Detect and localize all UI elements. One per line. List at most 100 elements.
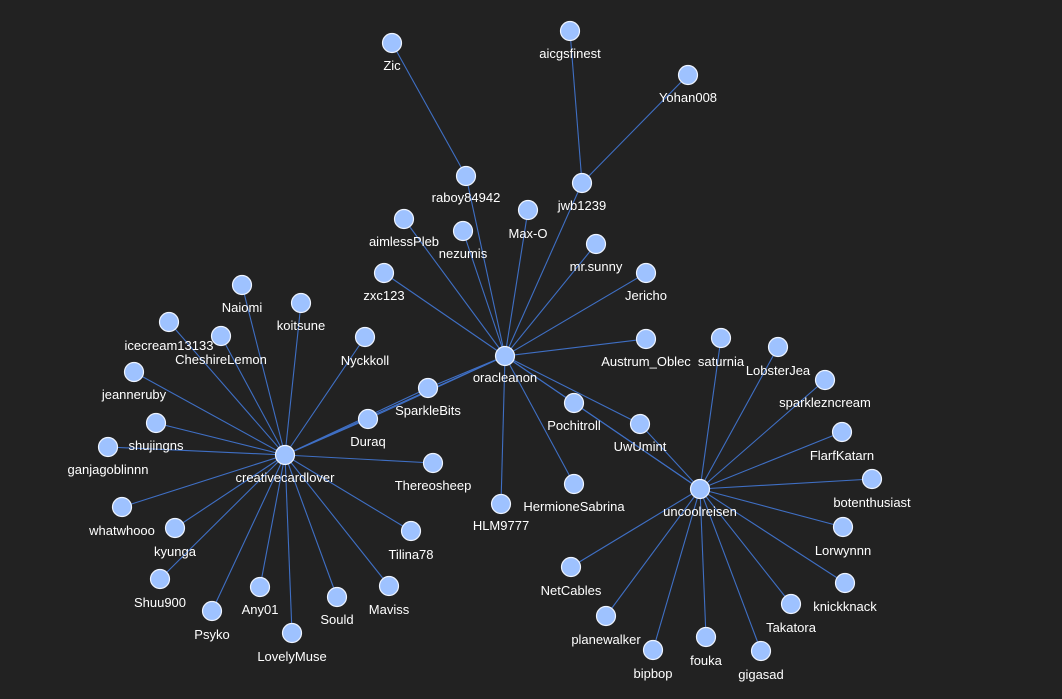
node-label-Max-O: Max-O [509, 226, 548, 241]
node-NetCables[interactable] [560, 556, 582, 578]
node-Duraq[interactable] [357, 408, 379, 430]
node-knickknack[interactable] [834, 572, 856, 594]
node-whatwhooo[interactable] [111, 496, 133, 518]
node-Pochitroll[interactable] [563, 392, 585, 414]
edges-layer [107, 30, 873, 652]
edge-creativecardlover-Thereosheep [284, 454, 434, 464]
node-label-Pochitroll: Pochitroll [547, 418, 601, 433]
node-label-Tilina78: Tilina78 [388, 547, 433, 562]
node-Tilina78[interactable] [400, 520, 422, 542]
edge-uncoolreisen-NetCables [570, 488, 701, 568]
edge-uncoolreisen-Lorwynnn [699, 488, 844, 528]
node-Sould[interactable] [326, 586, 348, 608]
edge-creativecardlover-shujingns [155, 422, 286, 456]
node-kyunga[interactable] [164, 517, 186, 539]
node-label-nezumis: nezumis [439, 246, 488, 261]
node-fouka[interactable] [695, 626, 717, 648]
node-saturnia[interactable] [710, 327, 732, 349]
node-nezumis[interactable] [452, 220, 474, 242]
node-creativecardlover[interactable] [274, 444, 296, 466]
node-HermioneSabrina[interactable] [563, 473, 585, 495]
node-label-icecream13133: icecream13133 [125, 338, 214, 353]
node-SparkleBits[interactable] [417, 377, 439, 399]
node-jeanneruby[interactable] [123, 361, 145, 383]
node-FlarfKatarn[interactable] [831, 421, 853, 443]
node-LovelyMuse[interactable] [281, 622, 303, 644]
edge-uncoolreisen-sparklezncream [699, 379, 826, 490]
node-zxc123[interactable] [373, 262, 395, 284]
edge-raboy84942-Zic [391, 42, 467, 177]
edge-oracleanon-raboy84942 [465, 175, 506, 357]
node-Maviss[interactable] [378, 575, 400, 597]
node-oracleanon[interactable] [494, 345, 516, 367]
node-label-saturnia: saturnia [698, 354, 745, 369]
node-Takatora[interactable] [780, 593, 802, 615]
node-label-Psyko: Psyko [194, 627, 229, 642]
node-label-ganjagoblinnn: ganjagoblinnn [68, 462, 149, 477]
node-label-CheshireLemon: CheshireLemon [175, 352, 267, 367]
edge-creativecardlover-ganjagoblinnn [107, 446, 286, 456]
edge-creativecardlover-Tilina78 [284, 454, 412, 532]
node-label-kyunga: kyunga [154, 544, 197, 559]
edge-creativecardlover-icecream13133 [168, 321, 286, 456]
edge-creativecardlover-Duraq [284, 418, 369, 456]
edge-oracleanon-Max-O [504, 209, 529, 357]
node-Jericho[interactable] [635, 262, 657, 284]
node-Shuu900[interactable] [149, 568, 171, 590]
node-jwb1239[interactable] [571, 172, 593, 194]
edge-uncoolreisen-Takatora [699, 488, 792, 605]
node-label-FlarfKatarn: FlarfKatarn [810, 448, 874, 463]
node-label-raboy84942: raboy84942 [432, 190, 501, 205]
node-label-Nyckkoll: Nyckkoll [341, 353, 390, 368]
edge-oracleanon-mr.sunny [504, 243, 597, 357]
edge-oracleanon-HermioneSabrina [504, 355, 575, 485]
node-planewalker[interactable] [595, 605, 617, 627]
node-gigasad[interactable] [750, 640, 772, 662]
node-Lorwynnn[interactable] [832, 516, 854, 538]
edge-uncoolreisen-UwUmint [639, 423, 701, 490]
edge-creativecardlover-koitsune [284, 302, 302, 456]
node-Austrum_Oblec[interactable] [635, 328, 657, 350]
edge-uncoolreisen-botenthusiast [699, 478, 873, 490]
node-Nyckkoll[interactable] [354, 326, 376, 348]
node-Naiomi[interactable] [231, 274, 253, 296]
node-HLM9777[interactable] [490, 493, 512, 515]
edge-creativecardlover-Nyckkoll [284, 336, 366, 456]
node-label-aicgsfinest: aicgsfinest [539, 46, 601, 61]
node-icecream13133[interactable] [158, 311, 180, 333]
node-Max-O[interactable] [517, 199, 539, 221]
node-raboy84942[interactable] [455, 165, 477, 187]
node-label-Thereosheep: Thereosheep [395, 478, 472, 493]
node-koitsune[interactable] [290, 292, 312, 314]
node-shujingns[interactable] [145, 412, 167, 434]
node-uncoolreisen[interactable] [689, 478, 711, 500]
node-label-aimlessPleb: aimlessPleb [369, 234, 439, 249]
edge-creativecardlover-Psyko [211, 454, 286, 612]
node-label-Zic: Zic [383, 58, 401, 73]
node-bipbop[interactable] [642, 639, 664, 661]
node-Yohan008[interactable] [677, 64, 699, 86]
node-LobsterJea[interactable] [767, 336, 789, 358]
node-label-shujingns: shujingns [129, 438, 184, 453]
node-CheshireLemon[interactable] [210, 325, 232, 347]
edge-jwb1239-Yohan008 [581, 74, 689, 184]
edge-jwb1239-aicgsfinest [569, 30, 583, 184]
node-Thereosheep[interactable] [422, 452, 444, 474]
node-label-planewalker: planewalker [571, 632, 641, 647]
node-sparklezncream[interactable] [814, 369, 836, 391]
node-Psyko[interactable] [201, 600, 223, 622]
node-label-Shuu900: Shuu900 [134, 595, 186, 610]
node-label-Takatora: Takatora [766, 620, 817, 635]
node-aimlessPleb[interactable] [393, 208, 415, 230]
node-Any01[interactable] [249, 576, 271, 598]
edge-oracleanon-Jericho [504, 272, 647, 357]
node-ganjagoblinnn[interactable] [97, 436, 119, 458]
node-botenthusiast[interactable] [861, 468, 883, 490]
node-mr.sunny[interactable] [585, 233, 607, 255]
node-label-Duraq: Duraq [350, 434, 385, 449]
node-label-Lorwynnn: Lorwynnn [815, 543, 871, 558]
node-Zic[interactable] [381, 32, 403, 54]
node-UwUmint[interactable] [629, 413, 651, 435]
node-aicgsfinest[interactable] [559, 20, 581, 42]
